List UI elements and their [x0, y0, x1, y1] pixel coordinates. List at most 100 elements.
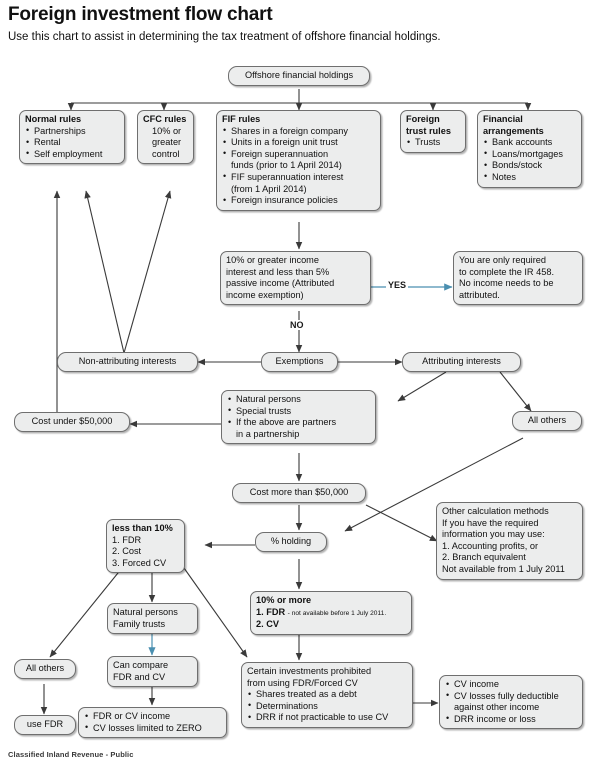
list-item: Trusts: [406, 137, 460, 149]
ten-or-more-heading: 10% or more: [256, 595, 312, 605]
node-attributing-interests[interactable]: Attributing interests: [402, 352, 521, 372]
list-item: Bank accounts: [483, 137, 576, 149]
node-can-compare-fdr-cv[interactable]: Can compare FDR and CV: [107, 656, 198, 688]
cv-outcomes-cont: against other income: [454, 702, 540, 713]
node-normal-rules[interactable]: Normal rules Partnerships Rental Self em…: [19, 110, 125, 165]
node-foreign-trust-rules[interactable]: Foreign trust rules Trusts: [400, 110, 466, 153]
foreign-trust-rules-heading-2: trust rules: [406, 125, 451, 136]
list-item: DRR income or loss: [445, 713, 577, 726]
use-fdr-label: use FDR: [26, 719, 64, 729]
list-item: CV losses limited to ZERO: [84, 722, 221, 735]
page-subtitle: Use this chart to assist in determining …: [8, 31, 441, 43]
node-ir458-outcome[interactable]: You are only required to complete the IR…: [453, 251, 583, 306]
ir458-line-4: attributed.: [459, 289, 500, 300]
node-offshore-financial-holdings[interactable]: Offshore financial holdings: [228, 66, 370, 86]
list-item: Special trusts: [227, 405, 370, 418]
list-item: Determinations: [247, 700, 407, 713]
node-cost-under-50000[interactable]: Cost under $50,000: [14, 412, 130, 432]
list-item: Natural persons: [227, 394, 370, 406]
cfc-rules-line-3: control: [152, 148, 180, 159]
node-natural-persons-special-trusts[interactable]: Natural persons Special trusts If the ab…: [221, 390, 376, 445]
node-cost-more-than-50000[interactable]: Cost more than $50,000: [232, 483, 366, 503]
list-item: If the above are partners: [227, 417, 370, 429]
list-item: Foreign superannuation: [222, 148, 375, 161]
less-than-10-line-2: 2. Cost: [112, 546, 142, 557]
financial-arrangements-heading-2: arrangements: [483, 125, 544, 136]
all-others-left-label: All others: [25, 663, 65, 673]
foreign-trust-rules-heading-1: Foreign: [406, 114, 440, 124]
other-methods-line-1: Other calculation methods: [442, 506, 549, 516]
less-than-10-line-3: 3. Forced CV: [112, 557, 167, 568]
node-non-attributing-interests[interactable]: Non-attributing interests: [57, 352, 198, 372]
other-methods-line-4: 1. Accounting profits, or: [442, 540, 539, 551]
node-offshore-label: Offshore financial holdings: [244, 70, 354, 80]
can-compare-line-2: FDR and CV: [113, 671, 166, 682]
fif-rules-cont-funds: funds (prior to 1 April 2014): [231, 160, 342, 171]
list-item: Loans/mortgages: [483, 148, 576, 161]
fif-rules-heading: FIF rules: [222, 114, 261, 124]
node-fif-rules[interactable]: FIF rules Shares in a foreign company Un…: [216, 110, 381, 211]
other-methods-line-6: Not available from 1 July 2011: [442, 563, 565, 574]
list-item: DRR if not practicable to use CV: [247, 712, 407, 724]
list-item: Partnerships: [25, 125, 119, 138]
edge-label-yes: YES: [386, 280, 409, 290]
other-methods-line-2: If you have the required: [442, 517, 539, 528]
exemption-line-3: passive income (Attributed: [226, 278, 335, 289]
node-cv-income-outcomes[interactable]: CV income CV losses fully deductible aga…: [439, 675, 583, 730]
other-methods-line-5: 2. Branch equivalent: [442, 552, 526, 563]
natural-family-line-1: Natural persons: [113, 607, 178, 617]
attributing-label: Attributing interests: [422, 356, 501, 366]
cfc-rules-heading: CFC rules: [143, 114, 187, 124]
can-compare-line-1: Can compare: [113, 660, 169, 670]
percent-holding-label: % holding: [270, 536, 312, 546]
ir458-line-2: to complete the IR 458.: [459, 266, 554, 277]
node-ten-percent-or-more[interactable]: 10% or more 1. FDR - not available befor…: [250, 591, 412, 635]
list-item: CV income: [445, 679, 577, 691]
classification-footer: Classified Inland Revenue - Public: [8, 750, 134, 759]
node-all-others-left[interactable]: All others: [14, 659, 76, 679]
list-item: Shares in a foreign company: [222, 125, 375, 138]
natural-special-cont: in a partnership: [236, 428, 300, 439]
node-natural-persons-family-trusts[interactable]: Natural persons Family trusts: [107, 603, 198, 635]
list-item: FIF superannuation interest: [222, 171, 375, 184]
node-financial-arrangements[interactable]: Financial arrangements Bank accounts Loa…: [477, 110, 582, 188]
node-attributed-income-exemption[interactable]: 10% or greater income interest and less …: [220, 251, 371, 306]
node-exemptions[interactable]: Exemptions: [261, 352, 338, 372]
list-item: Rental: [25, 137, 119, 149]
node-other-calculation-methods[interactable]: Other calculation methods If you have th…: [436, 502, 583, 580]
cost-under-label: Cost under $50,000: [31, 416, 113, 426]
edge-label-no: NO: [288, 320, 306, 330]
list-item: CV losses fully deductible: [445, 690, 577, 703]
node-fdr-or-cv-income[interactable]: FDR or CV income CV losses limited to ZE…: [78, 707, 227, 739]
other-methods-line-3: information you may use:: [442, 529, 545, 540]
node-all-others-right[interactable]: All others: [512, 411, 582, 431]
node-less-than-10-percent[interactable]: less than 10% 1. FDR 2. Cost 3. Forced C…: [106, 519, 185, 574]
fif-rules-cont-fif: (from 1 April 2014): [231, 183, 307, 194]
node-percent-holding[interactable]: % holding: [255, 532, 327, 552]
ten-or-more-note: - not available before 1 July 2011.: [287, 609, 387, 617]
exemption-line-2: interest and less than 5%: [226, 266, 330, 277]
prohibited-line-1: Certain investments prohibited: [247, 666, 372, 676]
list-item: Notes: [483, 171, 576, 184]
exemptions-label: Exemptions: [275, 356, 324, 366]
node-prohibited-investments[interactable]: Certain investments prohibited from usin…: [241, 662, 413, 728]
list-item: Shares treated as a debt: [247, 689, 407, 701]
exemption-line-4: income exemption): [226, 289, 304, 300]
cfc-rules-line-2: greater: [152, 137, 182, 148]
ir458-line-1: You are only required: [459, 255, 547, 265]
list-item: FDR or CV income: [84, 711, 221, 723]
less-than-10-heading: less than 10%: [112, 523, 173, 533]
financial-arrangements-heading-1: Financial: [483, 114, 523, 124]
ten-or-more-line-1: 1. FDR: [256, 606, 286, 617]
list-item: Units in a foreign unit trust: [222, 137, 375, 149]
node-use-fdr[interactable]: use FDR: [14, 715, 76, 735]
list-item: Self employment: [25, 148, 119, 161]
list-item: Bonds/stock: [483, 160, 576, 172]
node-cfc-rules[interactable]: CFC rules 10% or greater control: [137, 110, 194, 165]
prohibited-line-2: from using FDR/Forced CV: [247, 677, 358, 688]
ir458-line-3: No income needs to be: [459, 278, 554, 289]
cost-more-label: Cost more than $50,000: [249, 487, 349, 497]
cfc-rules-line-1: 10% or: [152, 125, 182, 136]
exemption-line-1: 10% or greater income: [226, 255, 319, 265]
